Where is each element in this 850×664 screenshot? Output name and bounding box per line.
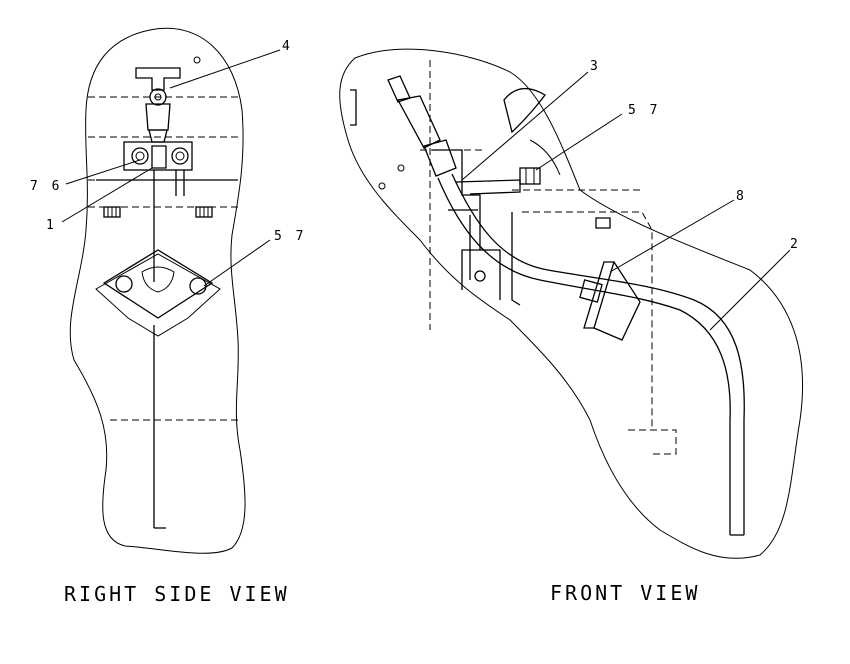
front-break-outline [339, 48, 803, 559]
front-view-caption: FRONT VIEW [550, 581, 700, 605]
leader-line [461, 71, 589, 181]
engine-structure [350, 88, 611, 306]
leader-line [203, 239, 271, 287]
callout-8: 8 [736, 189, 747, 204]
callout-76: 7 6 [30, 179, 62, 194]
hidden-line [628, 429, 677, 455]
callout-1: 1 [46, 218, 57, 233]
front-drain-valve [387, 75, 457, 177]
front-view: 3 5 7 8 2 FRONT VIEW [339, 48, 803, 605]
frame-bolts [103, 206, 213, 218]
leader-line [609, 199, 735, 273]
front-mount-bolt [519, 167, 541, 185]
valve-mounting-block [96, 141, 238, 196]
leader-line [169, 49, 281, 89]
right-side-view: 4 7 6 1 5 7 RIGHT SIDE VIEW [30, 27, 306, 606]
callout-57: 5 7 [274, 229, 306, 244]
leader-line [535, 113, 623, 171]
callout-4: 4 [282, 39, 293, 54]
hidden-line [522, 211, 653, 430]
leader-line [709, 249, 791, 331]
callout-3: 3 [590, 59, 601, 74]
drain-hose [437, 173, 745, 536]
leader-line [61, 167, 153, 223]
hose-clamp [579, 261, 641, 341]
callout-2: 2 [790, 237, 801, 252]
callout-57-front: 5 7 [628, 103, 660, 118]
t-handle-valve [135, 56, 201, 143]
leader-line [65, 159, 141, 185]
diamond-flange [95, 249, 221, 337]
right-side-break-outline [69, 27, 246, 554]
right-side-view-caption: RIGHT SIDE VIEW [64, 582, 290, 606]
